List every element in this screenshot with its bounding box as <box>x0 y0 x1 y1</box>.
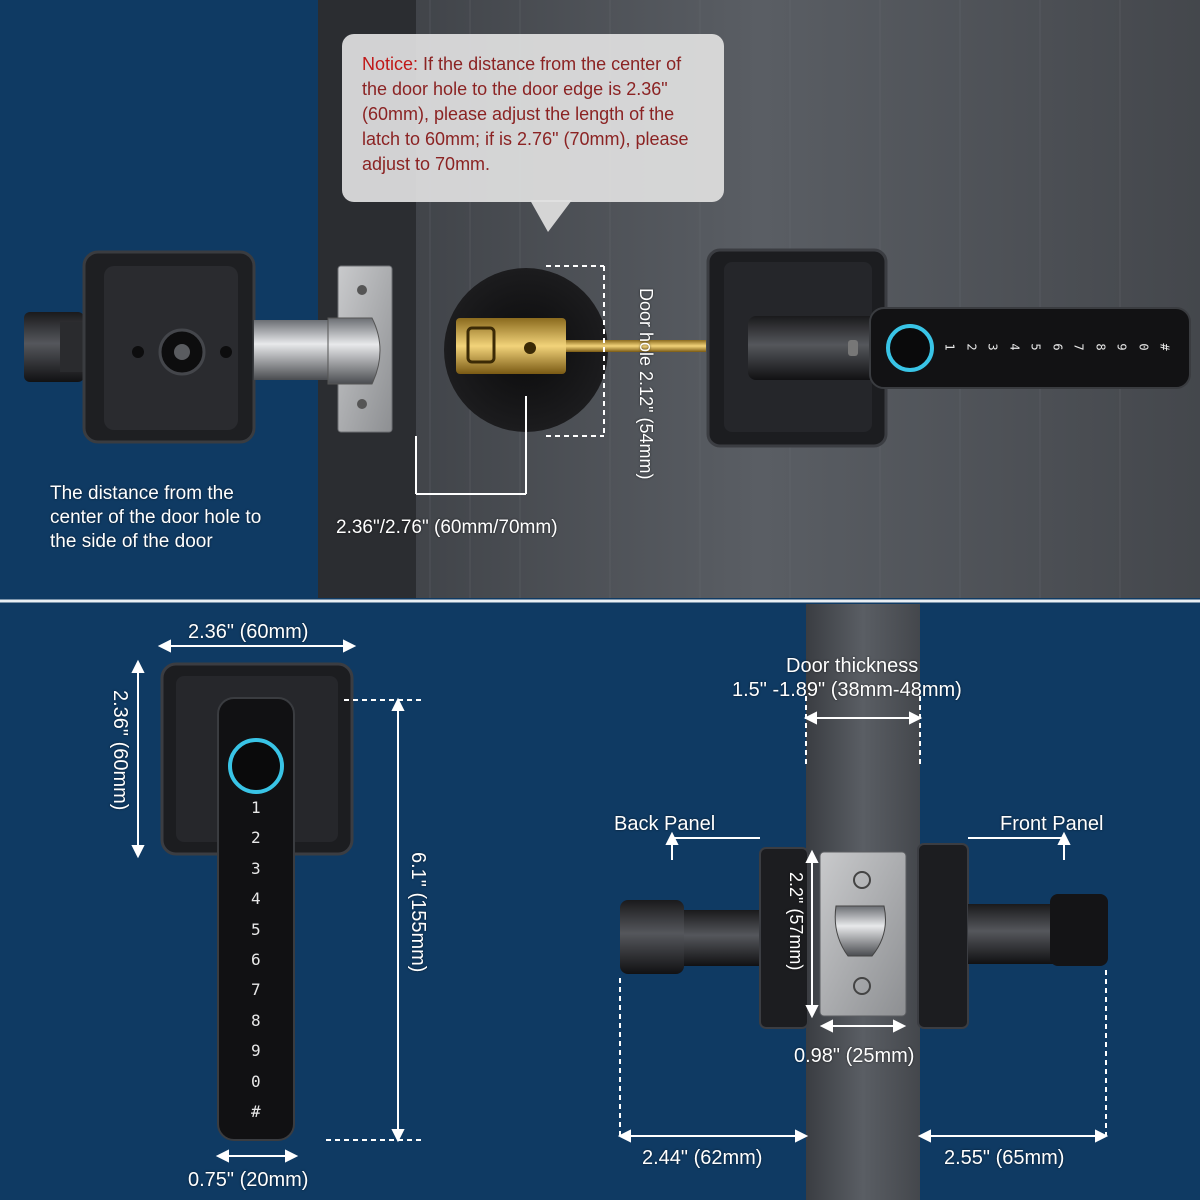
screw-icon <box>357 285 367 295</box>
keypad-key: 1 <box>251 798 261 817</box>
keypad-key: 8 <box>251 1010 261 1030</box>
interior-lock-unit <box>24 250 330 444</box>
front-dimensions <box>131 639 422 1163</box>
exterior-lever-lock <box>706 248 1191 448</box>
notice-callout: Notice: If the distance from the center … <box>342 34 724 202</box>
front-depth-label: 2.55" (65mm) <box>944 1147 1065 1169</box>
latch-height-label: 2.2" (57mm) <box>786 872 806 971</box>
side-view-lock <box>620 843 1108 1029</box>
length-label: 6.1" (155mm) <box>407 852 429 973</box>
keypad-key: 3 <box>985 343 1000 351</box>
back-depth-label: 2.44" (62mm) <box>642 1147 763 1169</box>
door-hole-dimension <box>546 265 605 437</box>
keypad-key: 2 <box>251 828 261 848</box>
keypad-key: 9 <box>1114 343 1129 351</box>
door-hole-label: Door hole 2.12" (54mm) <box>636 288 656 480</box>
keypad-key: # <box>1157 343 1172 351</box>
keypad-key: 1 <box>942 343 957 351</box>
fingerprint-sensor-icon <box>886 324 934 372</box>
back-panel <box>759 847 809 1029</box>
keypad-key: 9 <box>251 1041 261 1061</box>
keypad-key: 4 <box>251 889 261 909</box>
latch-width-label: 0.98" (25mm) <box>794 1045 915 1067</box>
door-thickness-title: Door thickness <box>786 655 919 677</box>
keypad-key: # <box>251 1102 261 1121</box>
keypad-key: 0 <box>251 1071 261 1091</box>
backset-label: 2.36"/2.76" (60mm/70mm) <box>336 517 558 538</box>
front-lever-lock <box>160 662 354 1141</box>
keypad-key: 4 <box>1007 343 1022 351</box>
keypad-key: 2 <box>964 343 979 351</box>
door-thickness-value: 1.5" -1.89" (38mm-48mm) <box>732 679 962 701</box>
front-panel <box>917 843 969 1029</box>
keypad-key: 6 <box>1050 343 1065 351</box>
keypad-key: 8 <box>1093 343 1108 351</box>
side-distance-caption: The distance from the center of the door… <box>50 483 262 552</box>
front-panel-label: Front Panel <box>1000 813 1104 835</box>
keypad-key: 7 <box>1071 343 1086 351</box>
backset-dimension <box>415 396 527 495</box>
notice-pointer <box>530 200 572 232</box>
keypad-key: 7 <box>251 980 261 1000</box>
height-label: 2.36" (60mm) <box>109 690 131 811</box>
keypad-key: 0 <box>1136 343 1151 351</box>
notice-body: If the distance from the center of the d… <box>362 54 689 174</box>
notice-title: Notice: <box>362 54 419 74</box>
width-label: 2.36" (60mm) <box>188 621 309 643</box>
side-dimensions <box>617 696 1109 1143</box>
lock-handle-icon <box>869 307 1191 389</box>
door-hole <box>444 268 706 432</box>
fingerprint-sensor-icon <box>228 738 284 794</box>
latch-faceplate <box>327 265 393 433</box>
keypad-key: 3 <box>251 858 261 878</box>
keypad-key: 5 <box>251 919 261 939</box>
keypad-key: 6 <box>251 950 261 969</box>
keypad-key: 5 <box>1028 343 1043 351</box>
latch-icon <box>456 318 566 374</box>
handle-width-label: 0.75" (20mm) <box>188 1169 309 1191</box>
back-panel-label: Back Panel <box>614 813 716 835</box>
